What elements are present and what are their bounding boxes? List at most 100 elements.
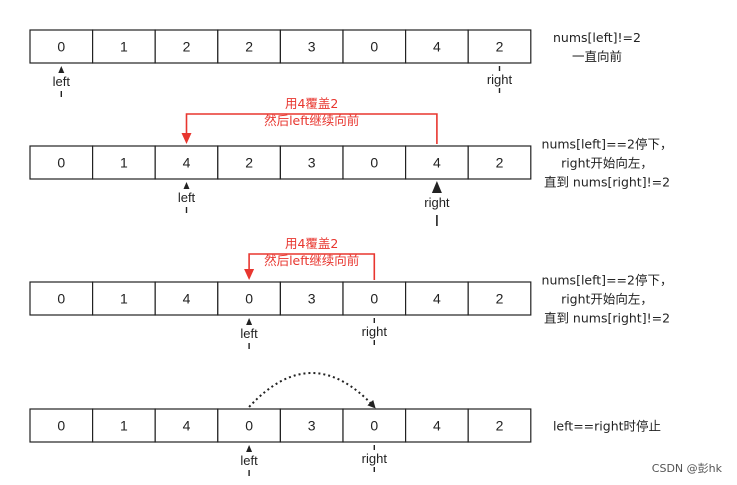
watermark: CSDN @彭hk bbox=[652, 461, 723, 475]
array-cell bbox=[29, 145, 94, 180]
array-cell bbox=[154, 29, 219, 64]
cell-value: 2 bbox=[245, 39, 253, 55]
row-note: 直到 nums[right]!=2 bbox=[544, 311, 670, 326]
pointer-label: right bbox=[362, 451, 388, 466]
array-cell bbox=[91, 281, 156, 316]
cell-value: 2 bbox=[245, 155, 253, 171]
array-cell bbox=[279, 408, 344, 443]
cell-value: 4 bbox=[433, 418, 441, 434]
array-cell bbox=[342, 145, 407, 180]
callout-text: 用4覆盖2 bbox=[285, 96, 338, 111]
array-cell bbox=[217, 408, 282, 443]
row-note: nums[left]==2停下， bbox=[542, 273, 673, 288]
array-cell bbox=[29, 408, 94, 443]
array-row-3: 0 1 4 0 3 0 4 2 left right 用4覆盖2 然后left继续向前 nums[lef… bbox=[29, 236, 673, 349]
array-cell bbox=[91, 29, 156, 64]
array-cell bbox=[29, 29, 94, 64]
cell-value: 4 bbox=[183, 418, 191, 434]
cell-value: 3 bbox=[308, 418, 316, 434]
pointer-arrow-icon bbox=[246, 445, 253, 452]
callout-text: 然后left继续向前 bbox=[264, 113, 359, 128]
callout-arrow-icon bbox=[244, 269, 255, 280]
array-cell bbox=[29, 281, 94, 316]
pointer-label: right bbox=[424, 195, 450, 210]
pointer-arrow-icon bbox=[246, 318, 253, 325]
cell-value: 0 bbox=[370, 291, 378, 307]
array-cell bbox=[279, 145, 344, 180]
cell-value: 2 bbox=[496, 39, 504, 55]
cell-value: 0 bbox=[245, 418, 253, 434]
pointer-arrow-icon bbox=[183, 182, 190, 189]
row-note: right开始向左， bbox=[561, 156, 653, 171]
overwrite-callout: 用4覆盖2 然后left继续向前 bbox=[244, 236, 376, 280]
right-pointer: right bbox=[487, 66, 513, 93]
left-pointer: left bbox=[240, 445, 258, 476]
array-cell bbox=[342, 29, 407, 64]
array-cell bbox=[154, 145, 219, 180]
right-pointer: right bbox=[362, 318, 388, 345]
pointer-label: right bbox=[362, 324, 388, 339]
row-note: nums[left]!=2 bbox=[553, 30, 641, 45]
cell-value: 0 bbox=[57, 291, 65, 307]
cell-value: 4 bbox=[183, 291, 191, 307]
cell-value: 4 bbox=[433, 291, 441, 307]
pointer-label: left bbox=[240, 326, 258, 341]
pointer-label: left bbox=[240, 453, 258, 468]
cell-value: 0 bbox=[370, 39, 378, 55]
cell-value: 1 bbox=[120, 291, 128, 307]
cell-value: 2 bbox=[496, 155, 504, 171]
cell-value: 2 bbox=[496, 291, 504, 307]
cell-value: 0 bbox=[57, 39, 65, 55]
array-cell bbox=[405, 281, 469, 316]
array-cell bbox=[154, 408, 219, 443]
cell-value: 4 bbox=[433, 39, 441, 55]
left-pointer: left bbox=[53, 66, 71, 97]
array-cell bbox=[279, 29, 344, 64]
cell-value: 2 bbox=[183, 39, 191, 55]
callout-line bbox=[185, 113, 438, 144]
left-pointer: left bbox=[178, 182, 196, 213]
pointer-label: left bbox=[178, 190, 196, 205]
cell-value: 2 bbox=[496, 418, 504, 434]
pointer-label: right bbox=[487, 72, 513, 87]
cell-value: 0 bbox=[370, 155, 378, 171]
array-cell bbox=[467, 145, 532, 180]
cell-value: 3 bbox=[308, 39, 316, 55]
cell-value: 1 bbox=[120, 39, 128, 55]
cell-value: 3 bbox=[308, 291, 316, 307]
cell-value: 1 bbox=[120, 418, 128, 434]
callout-text: 用4覆盖2 bbox=[285, 236, 338, 251]
array-cell bbox=[467, 408, 532, 443]
overwrite-callout: 用4覆盖2 然后left继续向前 bbox=[181, 96, 438, 144]
cell-value: 4 bbox=[433, 155, 441, 171]
callout-arrow-icon bbox=[181, 133, 192, 144]
cell-value: 3 bbox=[308, 155, 316, 171]
array-cell bbox=[405, 29, 469, 64]
pointer-label: left bbox=[53, 74, 71, 89]
cell-value: 0 bbox=[370, 418, 378, 434]
cell-value: 4 bbox=[183, 155, 191, 171]
row-note: right开始向左， bbox=[561, 292, 653, 307]
array-cell bbox=[467, 281, 532, 316]
cell-value: 0 bbox=[245, 291, 253, 307]
right-pointer: right bbox=[424, 181, 450, 226]
array-row-4: 0 1 4 0 3 0 4 2 left right left==right时停止 bbox=[29, 372, 661, 476]
array-row-1: 0 1 2 2 3 0 4 2 left right nums[left]!=2 一直向前 bbox=[29, 29, 641, 97]
array-cell bbox=[91, 145, 156, 180]
right-pointer: right bbox=[362, 445, 388, 472]
callout-text: 然后left继续向前 bbox=[264, 253, 359, 268]
array-cell bbox=[217, 145, 282, 180]
cell-value: 1 bbox=[120, 155, 128, 171]
cell-value: 0 bbox=[57, 418, 65, 434]
move-arrow bbox=[248, 372, 376, 409]
array-cell bbox=[467, 29, 532, 64]
row-note: 一直向前 bbox=[572, 49, 622, 64]
cell-value: 0 bbox=[57, 155, 65, 171]
pointer-arrow-icon bbox=[58, 66, 65, 73]
left-pointer: left bbox=[240, 318, 258, 349]
array-cell bbox=[342, 408, 407, 443]
pointer-arrow-icon bbox=[431, 181, 442, 193]
row-note: left==right时停止 bbox=[553, 419, 661, 434]
